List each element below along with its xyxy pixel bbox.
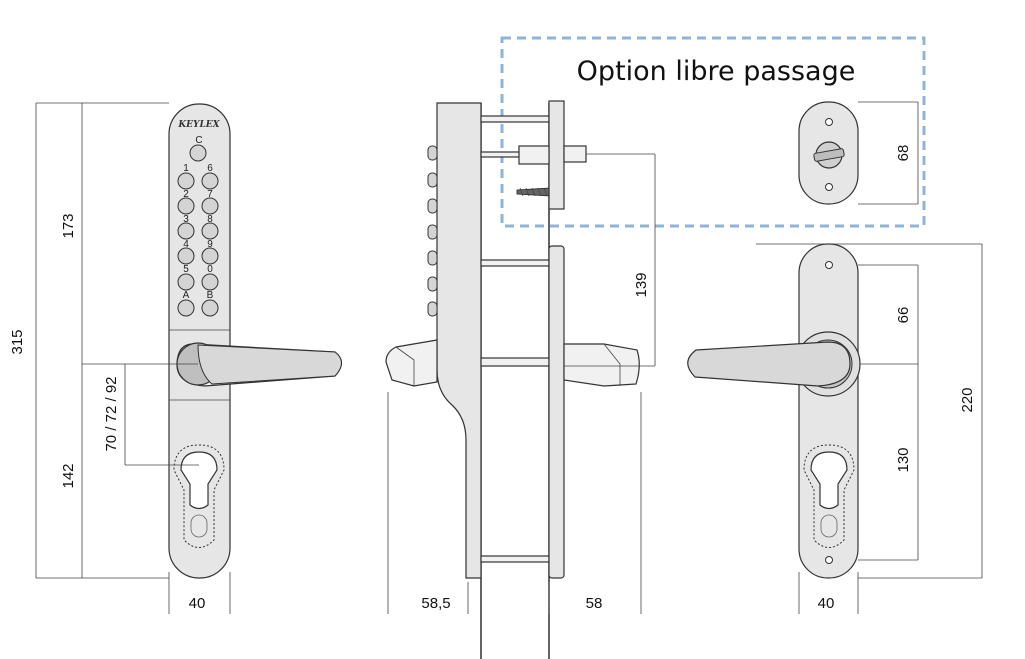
dim-option-height: 68 bbox=[895, 145, 912, 162]
key-button bbox=[177, 299, 195, 317]
side-key bbox=[427, 250, 438, 266]
side-key bbox=[427, 301, 438, 317]
option-box: Option libre passage bbox=[500, 36, 926, 228]
front-lever-arm bbox=[197, 344, 342, 385]
key-label: 3 bbox=[183, 214, 189, 225]
back-screw-top bbox=[825, 261, 833, 269]
back-screw-bottom bbox=[825, 556, 833, 564]
side-bolt-top bbox=[480, 115, 550, 123]
back-dimensions: 220 66 130 40 bbox=[756, 243, 983, 614]
side-key bbox=[427, 145, 438, 161]
dim-total-height: 315 bbox=[9, 329, 26, 354]
side-key bbox=[427, 172, 438, 188]
dim-front-width: 40 bbox=[189, 595, 206, 612]
dim-side-depth-outer: 58,5 bbox=[421, 595, 450, 612]
back-cylinder-cover bbox=[820, 514, 838, 538]
option-rose-screw-bottom bbox=[825, 183, 833, 191]
side-inner-lever bbox=[563, 343, 640, 387]
side-bolt-bottom bbox=[480, 555, 550, 563]
key-button bbox=[201, 299, 219, 317]
side-bolt-mid bbox=[480, 259, 550, 267]
dim-lower-height: 142 bbox=[60, 463, 77, 488]
side-outer-lever bbox=[385, 339, 438, 387]
option-box-title: Option libre passage bbox=[577, 56, 856, 87]
dim-back-plate-height: 220 bbox=[959, 387, 976, 412]
dim-back-width: 40 bbox=[818, 595, 835, 612]
key-button bbox=[201, 197, 219, 215]
side-option-knob bbox=[563, 145, 587, 163]
front-cylinder-outline bbox=[173, 444, 225, 548]
back-cylinder-hole bbox=[810, 451, 848, 510]
key-button bbox=[177, 273, 195, 291]
option-box-border bbox=[500, 36, 926, 228]
back-view bbox=[687, 243, 861, 579]
key-label: 6 bbox=[207, 163, 213, 174]
option-rose-screw-top bbox=[825, 118, 833, 126]
dim-center-distance: 70 / 72 / 92 bbox=[103, 376, 120, 451]
front-cylinder-hole bbox=[180, 451, 218, 510]
side-inner-plate bbox=[548, 245, 565, 579]
key-label: B bbox=[207, 290, 214, 301]
front-dimensions: 315 173 142 70 / 72 / 92 40 bbox=[9, 102, 231, 614]
dim-back-lower: 130 bbox=[895, 447, 912, 472]
key-button bbox=[201, 172, 219, 190]
key-label: 1 bbox=[183, 163, 189, 174]
key-button bbox=[177, 222, 195, 240]
side-option-turn bbox=[518, 145, 550, 165]
side-outer-body bbox=[436, 102, 482, 579]
key-button bbox=[177, 172, 195, 190]
dim-side-spacing: 139 bbox=[633, 272, 650, 297]
back-plate bbox=[798, 243, 859, 579]
key-label-c: C bbox=[195, 135, 202, 146]
side-dimensions: 58,5 58 139 bbox=[387, 153, 656, 614]
key-button bbox=[201, 273, 219, 291]
key-label: A bbox=[183, 290, 190, 301]
dim-upper-height: 173 bbox=[60, 213, 77, 238]
key-button bbox=[201, 222, 219, 240]
dim-side-depth-inner: 58 bbox=[586, 595, 603, 612]
side-spindle bbox=[480, 357, 550, 367]
key-button bbox=[177, 197, 195, 215]
key-label: 0 bbox=[207, 264, 213, 275]
key-label: 5 bbox=[183, 264, 189, 275]
front-cylinder-cover bbox=[190, 514, 208, 538]
option-thumb-turn-grip bbox=[813, 148, 845, 162]
dim-back-upper: 66 bbox=[895, 307, 912, 324]
side-key bbox=[427, 198, 438, 214]
side-view bbox=[385, 100, 640, 659]
brand-logo: KEYLEX bbox=[177, 120, 220, 130]
key-label: 9 bbox=[207, 239, 213, 250]
key-label: 7 bbox=[207, 189, 213, 200]
key-label: 8 bbox=[207, 214, 213, 225]
side-key bbox=[427, 224, 438, 240]
back-lever-handle bbox=[687, 341, 851, 387]
option-rose: 68 bbox=[798, 101, 919, 205]
side-option-rose bbox=[548, 100, 565, 210]
key-label: 4 bbox=[183, 239, 189, 250]
front-view: KEYLEX C 1 6 2 7 3 8 4 9 5 0 A B bbox=[168, 103, 343, 579]
key-label: 2 bbox=[183, 189, 189, 200]
key-button bbox=[201, 247, 219, 265]
side-key bbox=[427, 276, 438, 292]
back-cylinder-outline bbox=[803, 444, 855, 548]
key-button bbox=[177, 247, 195, 265]
key-c-button bbox=[189, 144, 207, 162]
